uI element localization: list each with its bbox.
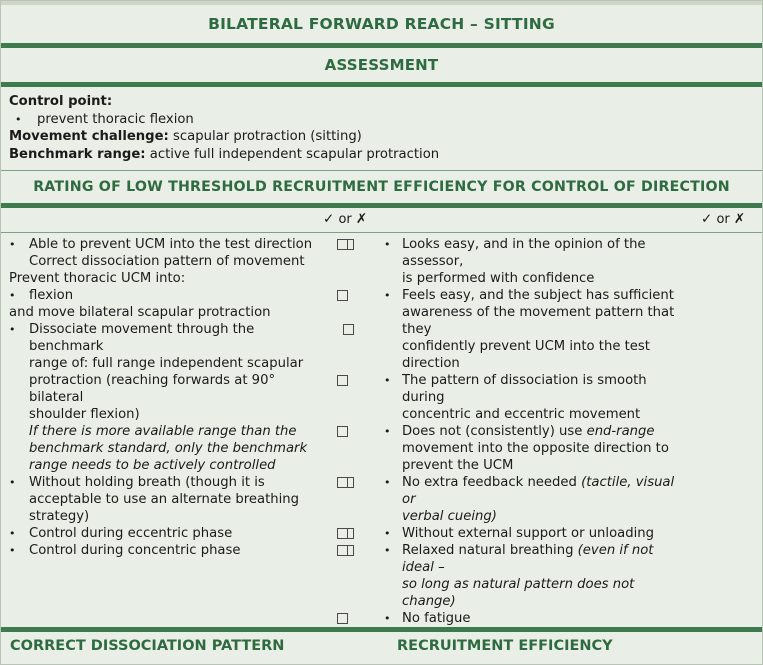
footer-label-recruitment: RECRUITMENT EFFICIENCY [397, 638, 613, 654]
criteria-body: • Able to prevent UCM into the test direc… [1, 233, 762, 627]
criteria-checkbox[interactable] [337, 375, 348, 386]
bullet-icon: • [9, 238, 16, 251]
bullet-icon: • [384, 612, 391, 625]
criteria-item-text: Control during concentric phase [29, 543, 241, 558]
criteria-checkbox[interactable] [337, 528, 348, 539]
or-word-right: or [716, 212, 730, 227]
bullet-icon: • [384, 527, 391, 540]
control-point-bullet-text: prevent thoracic flexion [37, 111, 194, 127]
criteria-item-text: flexion [29, 288, 74, 303]
bullet-icon: • [9, 323, 16, 336]
criteria-item: • Able to prevent UCM into the test direc… [1, 236, 384, 270]
criteria-item: • Looks easy, and in the opinion of the a… [1, 236, 762, 287]
criteria-item: • No extra feedback needed (tactile, visu… [1, 474, 762, 525]
criteria-item-text: Able to prevent UCM into the test direct… [29, 237, 313, 269]
or-word-left: or [338, 212, 352, 227]
bullet-icon: • [15, 112, 22, 126]
check-icon: ✓ [701, 211, 713, 227]
tick-cross-header-left: ✓ or ✗ [323, 211, 367, 227]
cross-icon: ✗ [355, 211, 368, 227]
movement-challenge-value: scapular protraction (sitting) [173, 129, 362, 144]
assessment-details: Control point: • prevent thoracic flexio… [1, 87, 762, 170]
tick-cross-header-right: ✓ or ✗ [701, 211, 745, 227]
criteria-item-text: Relaxed natural breathing (even if not i… [402, 543, 654, 609]
criteria-item-text: Control during eccentric phase [29, 526, 233, 541]
criteria-checkbox[interactable] [337, 239, 348, 250]
criteria-item-text: Without external support or unloading [402, 526, 654, 541]
criteria-item-text: No extra feedback needed (tactile, visua… [402, 475, 675, 524]
correct-dissociation-column: • Able to prevent UCM into the test direc… [1, 233, 384, 627]
cross-icon: ✗ [733, 211, 746, 227]
assessment-section-title: ASSESSMENT [324, 56, 439, 74]
movement-challenge-row: Movement challenge: scapular protraction… [9, 128, 754, 146]
criteria-item: • flexion [1, 287, 384, 304]
bullet-icon: • [384, 476, 391, 489]
control-point-label: Control point: [9, 94, 113, 109]
check-icon: ✓ [323, 211, 335, 227]
criteria-checkbox[interactable] [343, 324, 354, 335]
footer-label-dissociation: CORRECT DISSOCIATION PATTERN [10, 638, 285, 654]
divider-rule-thin [1, 232, 762, 233]
footer-labels: CORRECT DISSOCIATION PATTERN RECRUITMENT… [1, 632, 762, 664]
criteria-checkbox[interactable] [337, 613, 348, 624]
divider-rule [1, 203, 762, 208]
criteria-item-text: Looks easy, and in the opinion of the as… [402, 237, 646, 286]
recruitment-efficiency-column: • Looks easy, and in the opinion of the a… [337, 233, 762, 627]
top-strip [1, 1, 762, 5]
criteria-item: • Feels easy, and the subject has suffici… [1, 287, 762, 372]
divider-rule [1, 82, 762, 87]
divider-rule-thin [1, 170, 762, 171]
divider-rule [1, 43, 762, 48]
bullet-icon: • [384, 374, 391, 387]
criteria-item: • Dissociate movement through the benchma… [1, 321, 384, 474]
rating-section-title: RATING OF LOW THRESHOLD RECRUITMENT EFFI… [33, 179, 730, 195]
bullet-icon: • [9, 544, 16, 557]
bullet-icon: • [384, 238, 391, 251]
bullet-icon: • [9, 476, 16, 489]
criteria-checkbox[interactable] [337, 290, 348, 301]
criteria-item-text: The pattern of dissociation is smooth du… [402, 373, 647, 422]
criteria-item-text: Dissociate movement through the benchmar… [29, 322, 308, 473]
criteria-item: • Control during concentric phase [1, 542, 384, 559]
criteria-item: • Without external support or unloading [1, 525, 762, 542]
control-point-row: Control point: [9, 93, 754, 111]
criteria-plain-line: Prevent thoracic UCM into: [9, 271, 186, 286]
benchmark-range-label: Benchmark range: [9, 146, 146, 162]
movement-challenge-label: Movement challenge: [9, 129, 169, 144]
benchmark-range-value: active full independent scapular protrac… [149, 146, 440, 162]
bullet-icon: • [9, 289, 16, 302]
criteria-item: • Control during eccentric phase [1, 525, 384, 542]
page-title: BILATERAL FORWARD REACH – SITTING [208, 15, 555, 33]
criteria-item-text: No fatigue [402, 611, 471, 626]
bullet-icon: • [384, 289, 391, 302]
criteria-item: • No fatigue [1, 610, 762, 627]
criteria-checkbox[interactable] [337, 426, 348, 437]
bullet-icon: • [9, 527, 16, 540]
criteria-item: • The pattern of dissociation is smooth d… [1, 372, 762, 423]
criteria-item: • Relaxed natural breathing (even if not … [1, 542, 762, 610]
bullet-icon: • [384, 544, 391, 557]
criteria-checkbox[interactable] [337, 477, 348, 488]
criteria-plain-line: and move bilateral scapular protraction [9, 305, 271, 320]
benchmark-range-row: Benchmark range: active full independent… [9, 146, 754, 164]
tick-cross-header-row: ✓ or ✗ ✓ or ✗ [1, 208, 762, 232]
bullet-icon: • [384, 425, 391, 438]
criteria-checkbox[interactable] [337, 545, 348, 556]
control-point-bullet-row: • prevent thoracic flexion [9, 111, 754, 129]
criteria-item-text: Feels easy, and the subject has sufficie… [402, 288, 675, 371]
